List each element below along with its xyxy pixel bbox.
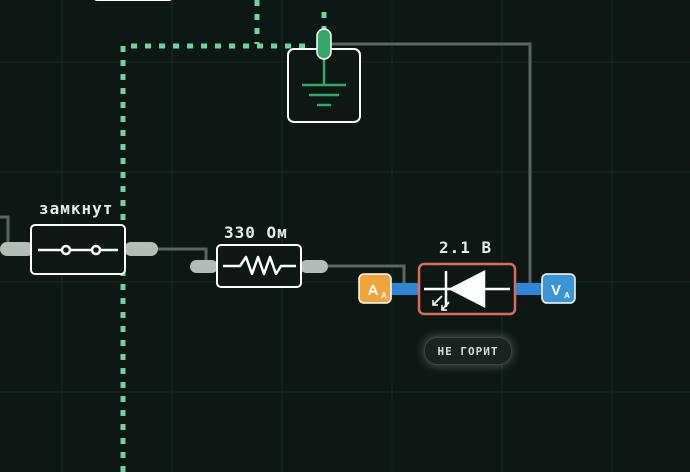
switch-state-label: замкнут bbox=[39, 199, 114, 218]
led-diode-icon bbox=[424, 269, 510, 311]
dotted-wire[interactable] bbox=[120, 0, 327, 472]
ammeter-terminal[interactable] bbox=[386, 283, 420, 295]
switch-closed-icon bbox=[38, 244, 118, 256]
ground-component[interactable] bbox=[287, 28, 361, 123]
solid-wire[interactable] bbox=[0, 42, 532, 284]
ammeter-sub: A bbox=[381, 291, 387, 300]
ground-icon bbox=[302, 57, 346, 107]
resistor-component[interactable] bbox=[190, 244, 328, 288]
switch-terminal-right[interactable] bbox=[124, 242, 158, 256]
switch-terminal-left[interactable] bbox=[0, 242, 34, 256]
resistor-terminal-left[interactable] bbox=[190, 260, 218, 273]
voltmeter-probe[interactable]: V A bbox=[513, 273, 576, 304]
voltmeter-letter: V bbox=[551, 282, 561, 299]
ammeter-probe[interactable]: A A bbox=[358, 273, 420, 304]
led-voltage-label: 2.1 В bbox=[439, 238, 493, 257]
ground-terminal[interactable] bbox=[316, 28, 332, 60]
voltmeter-terminal[interactable] bbox=[513, 283, 543, 295]
resistor-zigzag-icon bbox=[223, 255, 296, 276]
ammeter-letter: A bbox=[368, 282, 379, 299]
switch-component[interactable] bbox=[0, 224, 158, 275]
led-component[interactable] bbox=[417, 262, 517, 316]
voltmeter-sub: A bbox=[564, 291, 570, 300]
resistor-terminal-right[interactable] bbox=[300, 260, 328, 273]
led-status-badge: НЕ ГОРИТ bbox=[424, 337, 512, 365]
resistor-value-label: 330 Ом bbox=[224, 223, 288, 242]
